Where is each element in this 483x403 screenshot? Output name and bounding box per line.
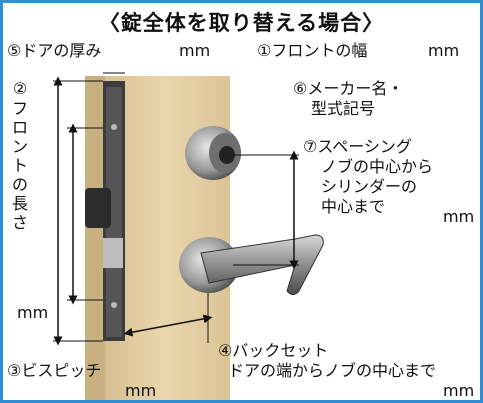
deadbolt xyxy=(103,238,123,268)
front-length-number: ② xyxy=(12,79,28,98)
front-width-unit: mm xyxy=(428,41,460,60)
latch-bolt xyxy=(85,188,111,228)
front-width-label: ①フロントの幅 xyxy=(257,41,368,60)
backset-unit: mm xyxy=(443,381,475,400)
front-length-label: フロントの長さ xyxy=(11,99,28,232)
backset-label-line1: ④バックセット xyxy=(218,341,329,360)
screw-pitch-label: ③ビスピッチ xyxy=(7,361,102,380)
front-length-unit: mm xyxy=(17,303,49,322)
spacing-label-line1: ⑦スペーシング xyxy=(303,137,412,156)
maker-label-line2: 型式記号 xyxy=(311,99,376,118)
spacing-label-line3: シリンダーの xyxy=(321,177,418,196)
spacing-label-line2: ノブの中心から xyxy=(321,157,434,176)
spacing-label-line4: 中心まで xyxy=(321,197,386,216)
spacing-unit: mm xyxy=(443,207,475,226)
maker-label-line1: ⑥メーカー名・ xyxy=(293,79,404,98)
page-title: 〈錠全体を取り替える場合〉 xyxy=(98,11,385,35)
door-thickness-label: ⑤ドアの厚み xyxy=(7,41,102,60)
screw-pitch-unit: mm xyxy=(125,381,157,400)
screw-top xyxy=(111,124,117,130)
door-edge xyxy=(85,76,105,400)
backset-line xyxy=(123,314,213,337)
backset-label-line2: ドアの端からノブの中心まで xyxy=(228,361,437,380)
keyhole xyxy=(219,146,235,164)
door-thickness-unit: mm xyxy=(179,41,211,60)
door-lock-illustration xyxy=(53,72,324,400)
screw-bottom xyxy=(111,302,117,308)
